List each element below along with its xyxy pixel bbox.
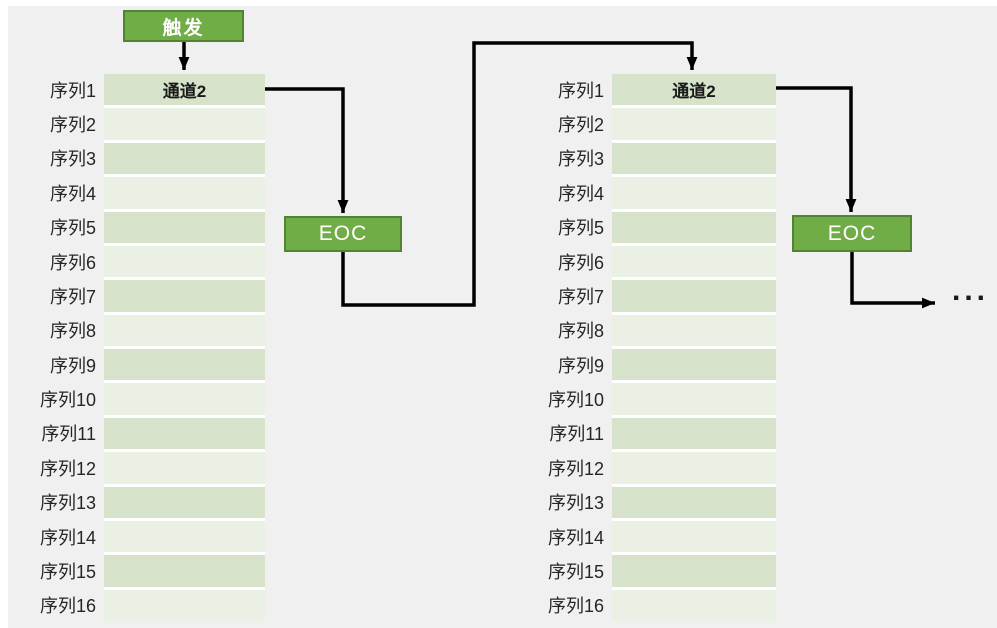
- sequence-table-first: 通道2: [104, 74, 265, 621]
- sequence-row: 通道2: [612, 74, 776, 106]
- sequence-label: 序列7: [49, 286, 96, 307]
- sequence-label: 序列5: [49, 218, 96, 239]
- diagram-canvas: 序列1 序列2 序列3 序列4 序列5 序列6 序列7 序列8 序列9 序列10 序列11 序列12 序…: [8, 6, 997, 628]
- sequence-label: 序列16: [39, 596, 96, 617]
- arrow-table1-to-eoc1: [265, 87, 349, 213]
- sequence-row: [104, 142, 265, 175]
- sequence-row: [612, 245, 776, 278]
- eoc-box-second: EOC: [792, 215, 912, 252]
- sequence-label: 序列14: [39, 527, 96, 548]
- sequence-label: 序列9: [557, 355, 604, 376]
- sequence-row: [104, 486, 265, 518]
- sequence-label: 序列16: [547, 596, 604, 617]
- sequence-label: 序列13: [547, 493, 604, 514]
- sequence-label: 序列2: [557, 115, 604, 136]
- continuation-ellipsis: ...: [952, 274, 990, 307]
- sequence-label: 序列1: [49, 80, 96, 101]
- sequence-labels-right: 序列1 序列2 序列3 序列4 序列5 序列6 序列7 序列8 序列9 序列10 序列11 序列12 序…: [516, 74, 604, 621]
- sequence-labels-left: 序列1 序列2 序列3 序列4 序列5 序列6 序列7 序列8 序列9 序列10 序列11 序列12 序…: [8, 74, 96, 621]
- sequence-label: 序列8: [557, 321, 604, 342]
- sequence-label: 序列9: [49, 355, 96, 376]
- sequence-row: [612, 349, 776, 381]
- sequence-label: 序列6: [49, 252, 96, 273]
- sequence-label: 序列4: [557, 183, 604, 204]
- sequence-row: [104, 417, 265, 450]
- sequence-label: 序列14: [547, 527, 604, 548]
- channel-cell: 通道2: [162, 82, 207, 102]
- sequence-label: 序列5: [557, 218, 604, 239]
- arrow-eoc2-continue: [850, 251, 935, 309]
- sequence-label: 序列10: [39, 390, 96, 411]
- sequence-row: [104, 452, 265, 484]
- trigger-box: 触发: [123, 10, 244, 42]
- sequence-label: 序列12: [547, 458, 604, 479]
- sequence-label: 序列6: [557, 252, 604, 273]
- sequence-row: [104, 177, 265, 209]
- eoc-label: EOC: [318, 222, 368, 245]
- sequence-row: [612, 211, 776, 243]
- sequence-row: [612, 589, 776, 621]
- sequence-label: 序列7: [557, 286, 604, 307]
- sequence-row: [104, 555, 265, 587]
- sequence-label: 序列10: [547, 390, 604, 411]
- sequence-row: [612, 555, 776, 587]
- sequence-row: [104, 383, 265, 415]
- sequence-row: [612, 452, 776, 484]
- channel-cell: 通道2: [672, 82, 716, 102]
- sequence-label: 序列12: [39, 458, 96, 479]
- sequence-row: [104, 349, 265, 381]
- sequence-row: [104, 314, 265, 346]
- sequence-row: [612, 108, 776, 140]
- sequence-row: [104, 280, 265, 312]
- sequence-row: [612, 486, 776, 518]
- arrow-table2-to-eoc2: [776, 86, 857, 212]
- sequence-row: [612, 177, 776, 209]
- sequence-label: 序列11: [41, 424, 96, 445]
- sequence-row: [104, 520, 265, 553]
- sequence-row: [612, 520, 776, 553]
- sequence-row: [104, 211, 265, 243]
- sequence-row: [612, 314, 776, 346]
- sequence-label: 序列13: [39, 493, 96, 514]
- sequence-label: 序列4: [49, 183, 96, 204]
- sequence-label: 序列3: [49, 149, 96, 170]
- sequence-row: [612, 417, 776, 450]
- sequence-label: 序列1: [557, 80, 604, 101]
- sequence-row: [612, 280, 776, 312]
- sequence-label: 序列11: [549, 424, 604, 445]
- sequence-table-second: 通道2: [612, 74, 776, 621]
- sequence-row: [104, 245, 265, 278]
- sequence-row: [612, 383, 776, 415]
- sequence-row: [104, 589, 265, 621]
- sequence-label: 序列15: [39, 561, 96, 582]
- sequence-row: [612, 142, 776, 175]
- sequence-label: 序列8: [49, 321, 96, 342]
- sequence-label: 序列3: [557, 149, 604, 170]
- sequence-label: 序列2: [49, 115, 96, 136]
- eoc-box-first: EOC: [284, 216, 402, 252]
- sequence-row: 通道2: [104, 74, 265, 106]
- trigger-label: 触发: [162, 17, 205, 39]
- eoc-label: EOC: [827, 221, 877, 245]
- sequence-label: 序列15: [547, 561, 604, 582]
- sequence-row: [104, 108, 265, 140]
